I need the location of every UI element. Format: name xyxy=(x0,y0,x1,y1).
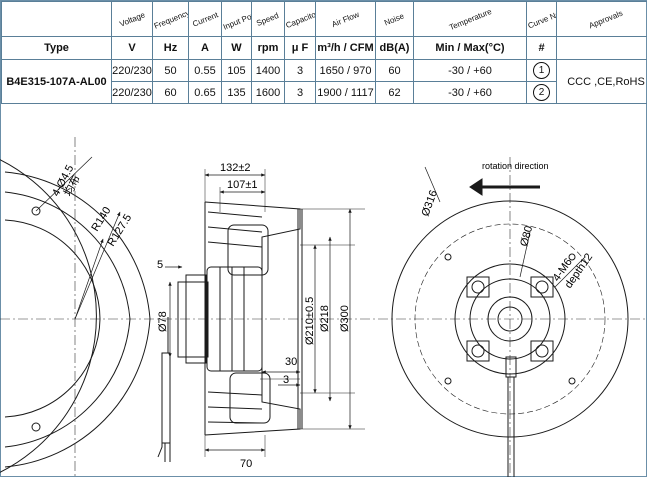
header-current: Current xyxy=(190,10,220,29)
unit-type: Type xyxy=(1,36,112,60)
dim-78: Ø78 xyxy=(157,311,169,332)
cell-voltage: 220/230 xyxy=(111,81,153,104)
header-voltage: Voltage xyxy=(117,10,147,29)
dim-70: 70 xyxy=(240,458,252,470)
unit-uf: μ F xyxy=(284,36,316,60)
curve-circle-2: 2 xyxy=(533,84,550,101)
cell-power: 135 xyxy=(221,81,252,104)
header-blank xyxy=(1,1,112,37)
approvals-cell: CCC ,CE,RoHS xyxy=(556,59,647,104)
header-approvals: Approvals xyxy=(587,8,625,31)
dim-80: Ø80 xyxy=(518,225,535,248)
header-speed: Speed xyxy=(255,10,281,29)
unit-dba: dB(A) xyxy=(375,36,414,60)
unit-rpm: rpm xyxy=(251,36,285,60)
dim-107: 107±1 xyxy=(227,179,258,191)
technical-drawing: 4-Ø4.5 均布 R140 R127.5 xyxy=(0,137,647,477)
cell-cap: 3 xyxy=(284,59,316,82)
unit-a: A xyxy=(188,36,222,60)
unit-airflow: m³/h / CFM xyxy=(315,36,376,60)
header-curve-no: Curve No. xyxy=(526,8,557,31)
header-air-flow: Air Flow xyxy=(330,9,361,30)
unit-curve: # xyxy=(526,36,557,60)
unit-hz: Hz xyxy=(152,36,189,60)
r127-label: R127.5 xyxy=(105,212,134,248)
header-row: Voltage Frequency Current Input Power Sp… xyxy=(1,1,647,37)
cell-power: 105 xyxy=(221,59,252,82)
dim-132: 132±2 xyxy=(220,162,251,174)
unit-temp: Min / Max(°C) xyxy=(413,36,527,60)
curve-circle-1: 1 xyxy=(533,62,550,79)
dim-300: Ø300 xyxy=(339,305,351,332)
r140-label: R140 xyxy=(89,205,113,234)
model-cell: B4E315-107A-AL00 xyxy=(1,59,112,104)
table-row: 220/230 60 0.65 135 1600 3 1900 / 1117 6… xyxy=(2,81,647,104)
dim-5: 5 xyxy=(157,259,163,271)
cell-hz: 50 xyxy=(152,59,189,82)
header-noise: Noise xyxy=(383,11,406,28)
header-frequency: Frequency xyxy=(152,8,189,31)
table-row: B4E315-107A-AL00 220/230 50 0.55 105 140… xyxy=(1,59,647,104)
cell-voltage: 220/230 xyxy=(111,59,153,82)
dim-218: Ø218 xyxy=(319,305,331,332)
cell-temp: -30 / +60 xyxy=(413,81,527,104)
header-input-power: Input Power xyxy=(221,7,252,32)
cell-curve: 1 xyxy=(526,59,557,82)
unit-approvals xyxy=(556,36,647,60)
header-capacitor: Capacitor xyxy=(284,8,316,31)
cell-curve: 2 xyxy=(526,81,557,104)
unit-v: V xyxy=(111,36,153,60)
cell-speed: 1600 xyxy=(251,81,285,104)
cell-current: 0.55 xyxy=(188,59,222,82)
left-view xyxy=(0,137,151,477)
header-temperature: Temperature xyxy=(447,6,493,33)
cell-airflow: 1650 / 970 xyxy=(315,59,376,82)
units-row: Type V Hz A W rpm μ F m³/h / CFM dB(A) M… xyxy=(1,36,647,60)
cell-temp: -30 / +60 xyxy=(413,59,527,82)
spec-table: Voltage Frequency Current Input Power Sp… xyxy=(1,1,647,104)
cell-airflow: 1900 / 1117 xyxy=(315,81,376,104)
cell-cap: 3 xyxy=(284,81,316,104)
cell-noise: 62 xyxy=(375,81,414,104)
dim-210: Ø210±0.5 xyxy=(304,297,316,345)
front-view xyxy=(391,157,629,477)
dim-3: 3 xyxy=(283,374,289,386)
dim-30: 30 xyxy=(285,356,297,368)
dim-316: Ø316 xyxy=(420,189,440,218)
cell-hz: 60 xyxy=(152,81,189,104)
unit-w: W xyxy=(221,36,252,60)
cell-current: 0.65 xyxy=(188,81,222,104)
cell-noise: 60 xyxy=(375,59,414,82)
cell-speed: 1400 xyxy=(251,59,285,82)
rotation-label: rotation direction xyxy=(482,161,549,171)
side-view xyxy=(157,169,365,462)
